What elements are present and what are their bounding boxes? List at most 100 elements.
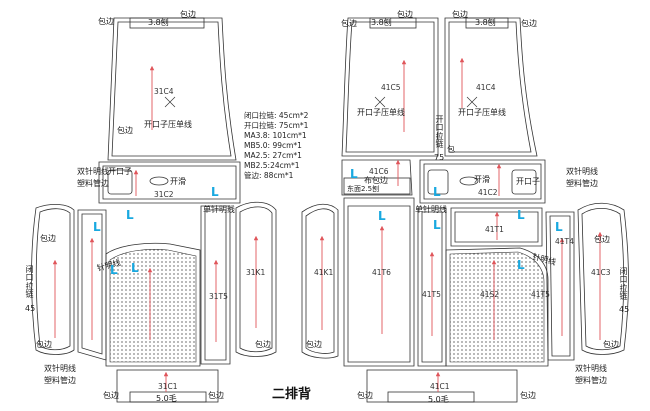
piece-41t6-inner <box>347 205 411 363</box>
label-suliao-l1: 塑料管边 <box>77 179 109 188</box>
marker-L-r1: L <box>350 167 358 181</box>
label-band-5-0-left: 5.0毛 <box>156 394 177 403</box>
label-baobian-r8: 包边 <box>357 391 373 400</box>
piece-41k1-outer <box>301 203 339 359</box>
label-baobian-r6: 包边 <box>306 340 322 349</box>
piece-41c5-outer <box>341 17 439 157</box>
spec-line-7: 管边: 88cm*1 <box>244 170 294 180</box>
label-41t4: 41T4 <box>555 237 574 246</box>
piece-41t1-outer <box>450 207 543 247</box>
label-kaikou-yadanxian-l: 开口子压单线 <box>144 120 192 129</box>
label-kaikouzi-l: 开口子 <box>108 167 132 176</box>
marker-L-r3: L <box>378 209 386 223</box>
cloth-edge-box <box>343 177 411 195</box>
piece-41c2-inner <box>423 163 542 200</box>
kaikou-box-right2 <box>511 169 537 195</box>
label-buxuan-bian: 东面2.5刨 <box>347 185 380 193</box>
label-41k1: 41K1 <box>314 268 334 277</box>
label-kaikou-num: 75 <box>434 153 445 162</box>
label-41c6: 41C6 <box>369 167 389 176</box>
sheet-title: 二排背 <box>272 387 312 402</box>
marker-L-r2: L <box>433 185 441 199</box>
band-5-0-right <box>387 391 475 403</box>
piece-41t4-outer <box>545 211 575 361</box>
marker-L-l3: L <box>126 208 134 222</box>
marker-L-l5: L <box>131 261 139 275</box>
label-band-3-8-right-a: 3.8刨 <box>371 18 392 27</box>
label-danzhen-l: 单针明线 <box>203 205 235 214</box>
label-41c1: 41C1 <box>430 382 450 391</box>
piece-41c3-outer <box>577 202 629 355</box>
kaihua-slot-left <box>149 176 169 186</box>
piece-41c2-outer <box>419 159 546 204</box>
label-41c2: 41C2 <box>478 188 498 197</box>
label-suliao-l2: 塑料管边 <box>44 376 76 385</box>
label-31t5: 31T5 <box>209 292 228 301</box>
label-baobian-l2: 包边 <box>180 10 196 19</box>
marker-L-l1: L <box>211 185 219 199</box>
label-kaihua-l: 开滑 <box>170 177 186 186</box>
label-41s2: 41S2 <box>480 290 500 299</box>
mesh-right <box>449 251 545 363</box>
label-kaikou-lalian-v: 开口拉链 <box>435 115 444 150</box>
label-shuangzhen-l2: 双针明线 <box>44 364 76 373</box>
piece-41c3-inner <box>581 207 625 351</box>
label-shuangzhen-r1: 双针明线 <box>566 167 598 176</box>
piece-41t4-inner <box>549 215 571 357</box>
spec-line-5: MA2.5: 27cm*1 <box>244 150 302 160</box>
piece-41k1-inner <box>305 208 335 354</box>
piece-31c4-inner <box>111 21 232 157</box>
spec-line-3: MA3.8: 101cm*1 <box>244 130 307 140</box>
band-3-8-right-b <box>465 17 509 29</box>
label-suliao-r1: 塑料管边 <box>566 179 598 188</box>
label-baobian-l4: 包边 <box>40 234 56 243</box>
label-31c1: 31C1 <box>158 382 178 391</box>
marker-L-r5: L <box>433 218 441 232</box>
label-baobian-r3: 包边 <box>452 10 468 19</box>
label-31c2: 31C2 <box>154 190 174 199</box>
label-41t6: 41T6 <box>372 268 391 277</box>
label-baobian-r7: 包边 <box>603 340 619 349</box>
label-kaikou-yadanxian-r2: 开口子压单线 <box>458 108 506 117</box>
label-bikou-num: 45 <box>25 304 36 313</box>
label-41c4: 41C4 <box>476 83 496 92</box>
x-mark-41c4 <box>466 96 478 108</box>
piece-left-center-outer <box>105 242 201 367</box>
label-shuangzhen-r2: 双针明线 <box>575 364 607 373</box>
piece-41c4-inner <box>448 21 532 153</box>
x-mark-31c4 <box>164 96 176 108</box>
label-baobian-r9: 包边 <box>520 391 536 400</box>
label-baobian-r5: 包边 <box>594 235 610 244</box>
band-3-8-right-a <box>369 17 417 29</box>
label-31k1: 31K1 <box>246 268 266 277</box>
label-bikou-lalian-v: 闭口拉链 <box>25 265 34 300</box>
label-band-3-8-right-b: 3.8刨 <box>475 18 496 27</box>
label-bikou-num-r: 45 <box>619 305 630 314</box>
label-41c3: 41C3 <box>591 268 611 277</box>
piece-31c4-outer <box>107 17 237 161</box>
marker-L-l4: L <box>110 263 118 277</box>
label-31c4: 31C4 <box>154 87 174 96</box>
piece-left-side-inner <box>35 208 71 351</box>
spec-line-4: MB5.0: 99cm*1 <box>244 140 302 150</box>
piece-41c4-outer <box>444 17 538 157</box>
piece-31c2-outer <box>98 161 241 204</box>
label-41t5: 41T5 <box>422 290 441 299</box>
label-bao-top-r: 包 <box>447 145 455 154</box>
label-41t5b: 41T5 <box>531 290 550 299</box>
piece-41t5-inner <box>421 211 443 363</box>
piece-41c5-inner <box>345 21 435 153</box>
piece-31c2-inner <box>102 165 237 200</box>
label-baobian-l8: 包边 <box>208 391 224 400</box>
label-baobian-l5: 包边 <box>36 340 52 349</box>
piece-41c6-outer <box>341 159 413 196</box>
label-band-5-0-right: 5.0毛 <box>428 395 449 404</box>
spec-line-6: MB2.5:24cm*1 <box>244 160 300 170</box>
label-suliao-r2: 塑料管边 <box>575 376 607 385</box>
label-kaikou-yadanxian-r1: 开口子压单线 <box>357 108 405 117</box>
piece-31k1-inner <box>239 206 273 353</box>
label-41t1: 41T1 <box>485 225 504 234</box>
label-41c5: 41C5 <box>381 83 401 92</box>
